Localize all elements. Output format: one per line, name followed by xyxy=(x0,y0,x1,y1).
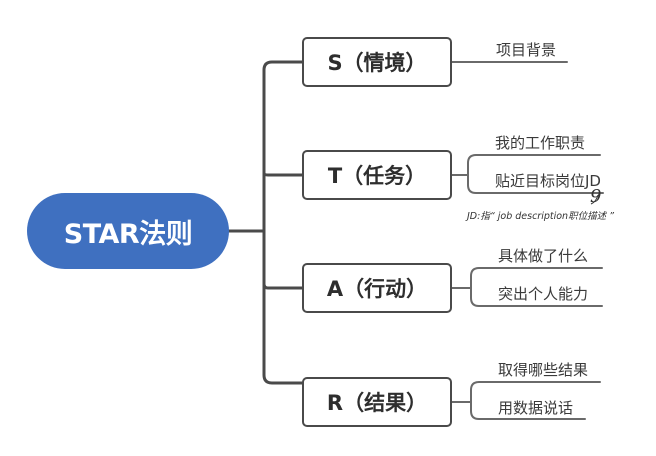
jd-annotation-note: JD:指“ job description职位描述 ” xyxy=(467,211,615,222)
leaf-node: 我的工作职责 xyxy=(495,134,586,152)
leaf-line-t1 xyxy=(467,154,604,194)
leaf-node: 用数据说话 xyxy=(498,399,574,417)
annotation-arrow xyxy=(590,194,599,205)
branch-connector-a xyxy=(262,282,304,290)
trunk-line xyxy=(262,60,304,385)
annotation-mark: 9 xyxy=(590,186,602,207)
root-node: STAR法则 xyxy=(27,193,229,269)
branch-node-s: S（情境） xyxy=(302,37,452,87)
leaf-node: 突出个人能力 xyxy=(498,285,589,303)
branch-node-a: A（行动） xyxy=(302,263,452,313)
leaf-node: 取得哪些结果 xyxy=(498,361,589,379)
branch-node-r: R（结果） xyxy=(302,377,452,427)
leaf-node: 贴近目标岗位JD xyxy=(495,172,601,190)
leaf-node: 具体做了什么 xyxy=(498,247,589,265)
branch-connector-t xyxy=(262,171,304,177)
leaf-line-a1 xyxy=(470,267,603,307)
leaf-node: 项目背景 xyxy=(496,41,557,59)
branch-node-t: T（任务） xyxy=(302,150,452,200)
leaf-line-r1 xyxy=(470,381,601,420)
